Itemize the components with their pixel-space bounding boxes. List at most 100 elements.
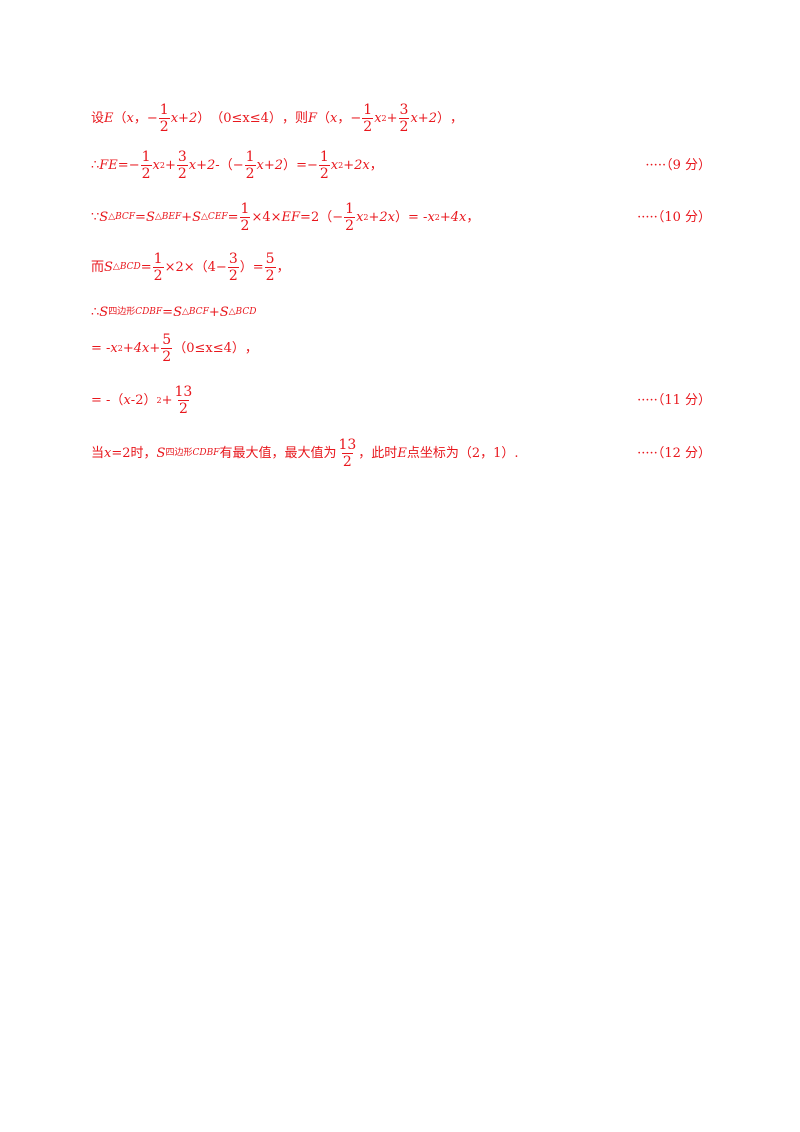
comma: ， (276, 260, 290, 275)
var-x: x (330, 158, 339, 173)
subscript-quad-cn: 四边形 (165, 448, 193, 458)
var-f: F (307, 111, 317, 126)
subscript-quad-cn: 四边形 (108, 307, 136, 317)
minus: - (130, 393, 136, 408)
score-marker: ·····（10 分） (637, 210, 711, 225)
var-s: S (145, 210, 155, 225)
text-max-value: 有最大值，最大值为 (219, 446, 337, 461)
term-plus-4x: +4x (439, 210, 467, 225)
paren-right: ） (268, 111, 282, 126)
equals: = (135, 210, 146, 225)
minus: − (350, 111, 362, 126)
equals-two: =2 (300, 210, 320, 225)
var-fe: FE (99, 158, 118, 173)
var-s: S (192, 210, 202, 225)
comma: ， (358, 446, 372, 461)
plus: + (161, 393, 173, 408)
times-two: ×2× (164, 260, 195, 275)
var-x: x (104, 446, 112, 461)
subscript: △BCF (108, 212, 136, 222)
exponent: 2 (338, 160, 344, 170)
equals: = (140, 260, 152, 275)
comma: ， (133, 111, 147, 126)
var-x: x (330, 111, 338, 126)
score-marker: ·····（11 分） (637, 393, 711, 408)
equals-two: =2 (111, 446, 131, 461)
subscript: CDBF (135, 307, 163, 317)
exponent: 2 (117, 343, 123, 353)
plus: + (386, 111, 398, 126)
comma: ， (449, 111, 463, 126)
paren-right: ） (231, 341, 245, 356)
text-dang: 当 (91, 446, 105, 461)
var-x: x (126, 111, 134, 126)
var-x: x (356, 210, 364, 225)
comma: ， (466, 210, 480, 225)
equals: = (162, 305, 174, 320)
subscript: △CEF (201, 212, 228, 222)
var-e: E (104, 111, 114, 126)
score-marker: ·····（12 分） (637, 446, 711, 461)
comma: ， (244, 341, 258, 356)
minus: − (332, 210, 344, 225)
domain-range: 0≤x≤4 (223, 111, 269, 126)
var-x: x (374, 111, 382, 126)
plus: + (181, 210, 193, 225)
minus: − (232, 158, 244, 173)
paren-left: （ (317, 111, 331, 126)
number-two: 2 (135, 393, 144, 408)
plus: + (208, 305, 220, 320)
subscript: △BCF (181, 307, 209, 317)
paren-left: （ (113, 111, 127, 126)
times-four: ×4× (251, 210, 282, 225)
paren-right: ） (239, 260, 253, 275)
term-plus-2x: +2x (343, 158, 370, 173)
exponent: 2 (156, 395, 162, 405)
paren-right: ） (283, 158, 297, 173)
paren-right: ） (197, 111, 211, 126)
comma: ， (281, 111, 295, 126)
exponent: 2 (159, 160, 165, 170)
subscript: △BCD (112, 262, 141, 272)
because-symbol: ∵ (91, 210, 100, 225)
term-plus-2x: +2x (368, 210, 396, 225)
text-er: 而 (91, 260, 105, 275)
minus: − (306, 158, 318, 173)
var-s: S (99, 305, 109, 320)
paren-left: （ (458, 446, 472, 461)
var-s: S (219, 305, 229, 320)
paren-right: ） (501, 446, 515, 461)
plus: + (164, 158, 176, 173)
equals-minus: = - (91, 341, 111, 356)
exponent: 2 (363, 212, 369, 222)
therefore-symbol: ∴ (91, 305, 100, 320)
minus: − (128, 158, 140, 173)
term-x-plus-2: x+2 (410, 111, 437, 126)
var-s: S (156, 446, 166, 461)
term-x-plus-2: x+2 (170, 111, 198, 126)
therefore-symbol: ∴ (91, 158, 100, 173)
term-x-plus-2: x+2 (256, 158, 284, 173)
var-x: x (123, 393, 131, 408)
minus: − (146, 111, 158, 126)
var-x: x (152, 158, 160, 173)
exponent: 2 (381, 113, 387, 123)
equals: = (117, 158, 129, 173)
paren-left: （ (110, 393, 124, 408)
comma: ， (337, 111, 351, 126)
period: . (514, 446, 519, 461)
var-x: x (427, 210, 435, 225)
